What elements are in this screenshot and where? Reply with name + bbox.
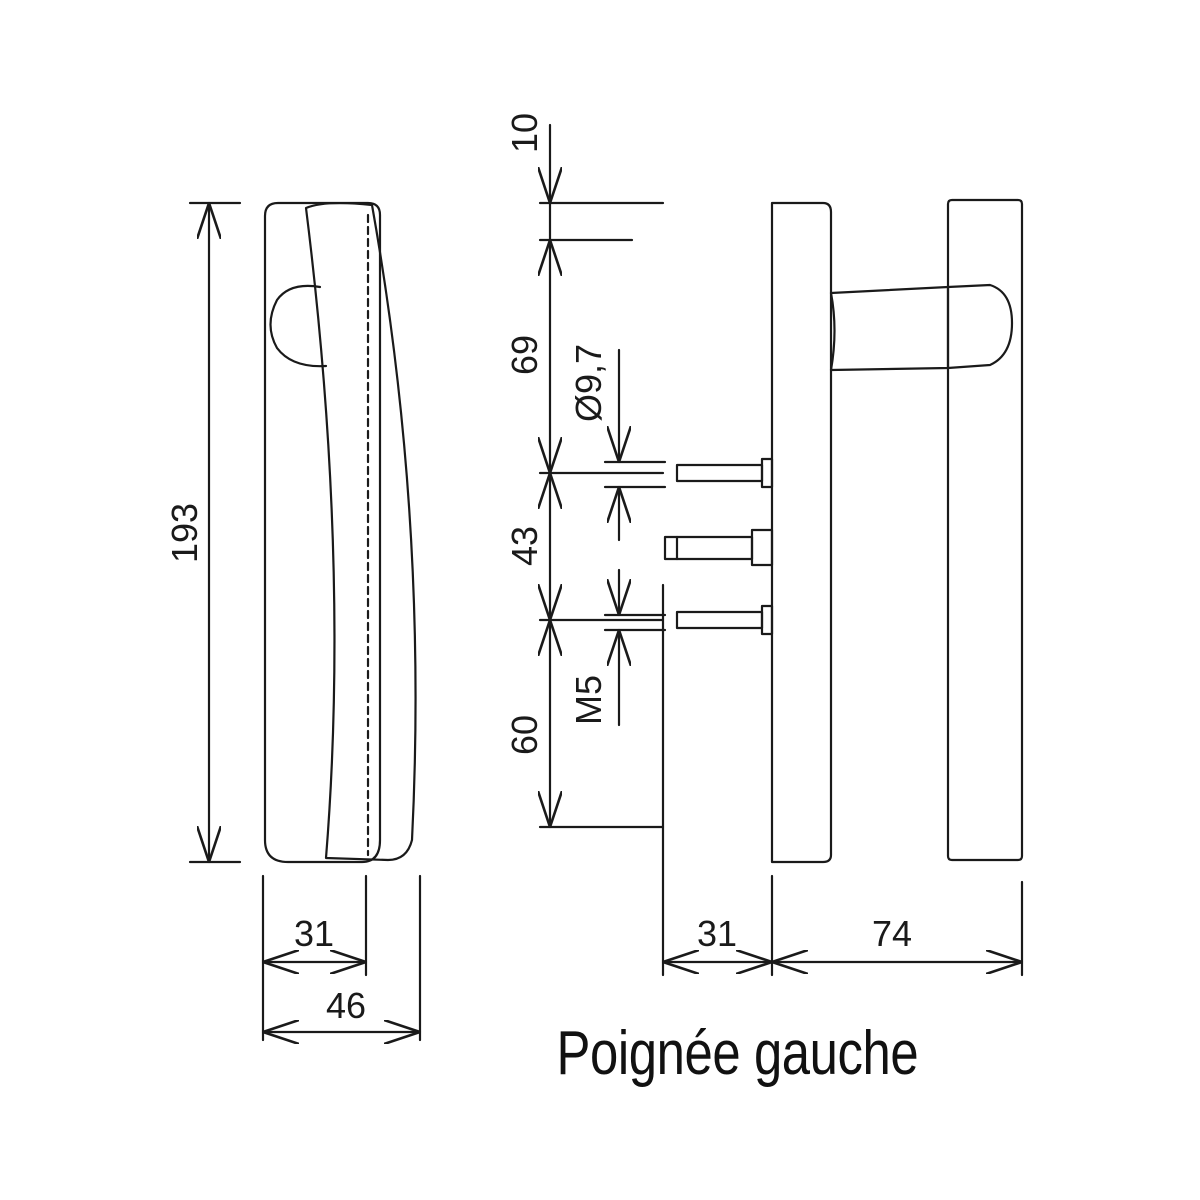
drawing-caption: Poignée gauche (556, 1019, 919, 1088)
lower-screw-collar (760, 604, 774, 636)
square-spindle (663, 535, 754, 561)
dim-label-74: 74 (872, 913, 912, 954)
dim-label-60: 60 (504, 715, 545, 755)
front-view (188, 201, 422, 1040)
dim-label-69: 69 (504, 335, 545, 375)
dim-label-31-front: 31 (294, 913, 334, 954)
square-spindle-collar (750, 528, 774, 567)
dim-label-43: 43 (504, 526, 545, 566)
lower-screw (675, 610, 764, 630)
upper-screw-collar (760, 457, 774, 489)
dim-label-diameter: Ø9,7 (568, 344, 609, 422)
grip-bar (946, 198, 1024, 862)
dim-label-46: 46 (326, 985, 366, 1026)
lever-front-outline (304, 202, 417, 862)
rosette-knob (269, 284, 328, 368)
dim-label-10: 10 (504, 113, 545, 153)
side-view (540, 123, 1024, 977)
side-plate (770, 201, 833, 864)
dim-label-31-side: 31 (697, 913, 737, 954)
front-plate-outline (263, 201, 382, 864)
lever-arm (829, 283, 1014, 372)
dim-label-193: 193 (164, 503, 205, 563)
upper-screw (675, 463, 764, 483)
dim-label-thread: M5 (568, 675, 609, 725)
